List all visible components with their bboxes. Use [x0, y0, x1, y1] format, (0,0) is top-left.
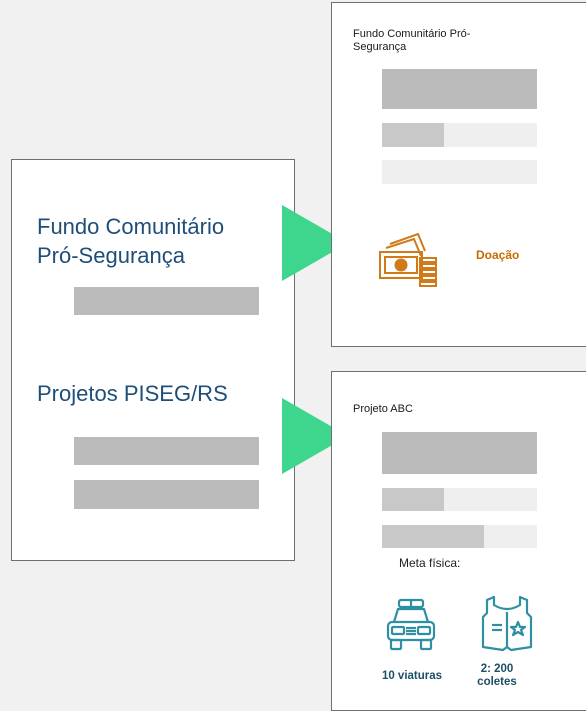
goal-label-line2: coletes [477, 676, 517, 688]
progress-bar-track [382, 123, 537, 147]
project-card: Projeto ABC Meta física: [331, 371, 586, 711]
placeholder-bar [382, 160, 537, 184]
vest-icon [481, 595, 533, 652]
fund-heading[interactable]: Fundo Comunitário Pró-Segurança [37, 212, 224, 270]
progress-bar-track [382, 525, 537, 548]
main-card: Fundo Comunitário Pró-Segurança Projetos… [11, 159, 295, 561]
placeholder-bar [382, 69, 537, 109]
fund-heading-line1: Fundo Comunitário [37, 214, 225, 239]
fund-heading-line2: Pró-Segurança [37, 243, 185, 268]
meta-label: Meta física: [399, 556, 461, 570]
placeholder-bar [382, 432, 537, 474]
goal-label-line1: 2: 200 [480, 663, 514, 675]
fund-card: Fundo Comunitário Pró- Segurança Doação [331, 2, 586, 347]
fund-card-title: Fundo Comunitário Pró- Segurança [353, 28, 470, 54]
progress-bar-fill [382, 123, 444, 147]
goal-label: 2: 200 coletes [457, 663, 537, 689]
placeholder-bar [74, 287, 259, 315]
goal-label: 10 viaturas [381, 670, 443, 682]
placeholder-bar [74, 437, 259, 465]
progress-bar-fill [382, 525, 485, 548]
police-car-icon [386, 598, 436, 651]
progress-bar-track [382, 488, 537, 511]
fund-card-title-line2: Segurança [353, 41, 407, 53]
placeholder-bar [74, 480, 259, 509]
donation-label[interactable]: Doação [476, 248, 520, 262]
projects-heading[interactable]: Projetos PISEG/RS [37, 381, 228, 406]
money-coins-icon [379, 232, 437, 287]
fund-card-title-line1: Fundo Comunitário Pró- [353, 28, 471, 40]
project-card-title: Projeto ABC [353, 403, 413, 415]
progress-bar-fill [382, 488, 444, 511]
